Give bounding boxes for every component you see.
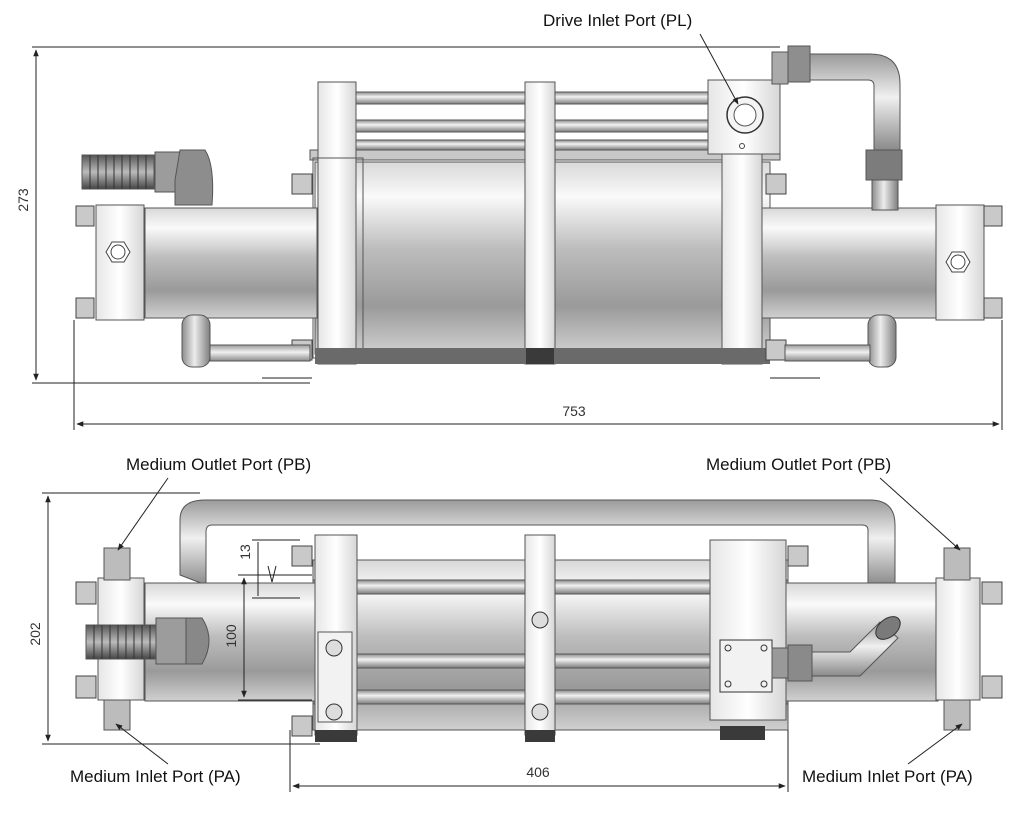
top-view-dimensions bbox=[42, 492, 789, 792]
top-view bbox=[75, 499, 1003, 742]
label-outlet-right: Medium Outlet Port (PB) bbox=[706, 455, 891, 474]
dim-length-total: 753 bbox=[562, 403, 586, 419]
label-inlet-left: Medium Inlet Port (PA) bbox=[70, 767, 241, 786]
label-outlet-left: Medium Outlet Port (PB) bbox=[126, 455, 311, 474]
dim-height-top: 202 bbox=[27, 622, 43, 646]
dim-offset-small: 13 bbox=[237, 544, 253, 560]
dim-height-front: 273 bbox=[15, 188, 31, 212]
label-inlet-right: Medium Inlet Port (PA) bbox=[802, 767, 973, 786]
front-view bbox=[75, 45, 1003, 368]
dim-bore: 100 bbox=[223, 624, 239, 648]
dim-span-middle: 406 bbox=[526, 764, 550, 780]
label-drive-inlet: Drive Inlet Port (PL) bbox=[543, 11, 692, 30]
front-view-dimensions bbox=[32, 46, 1003, 430]
